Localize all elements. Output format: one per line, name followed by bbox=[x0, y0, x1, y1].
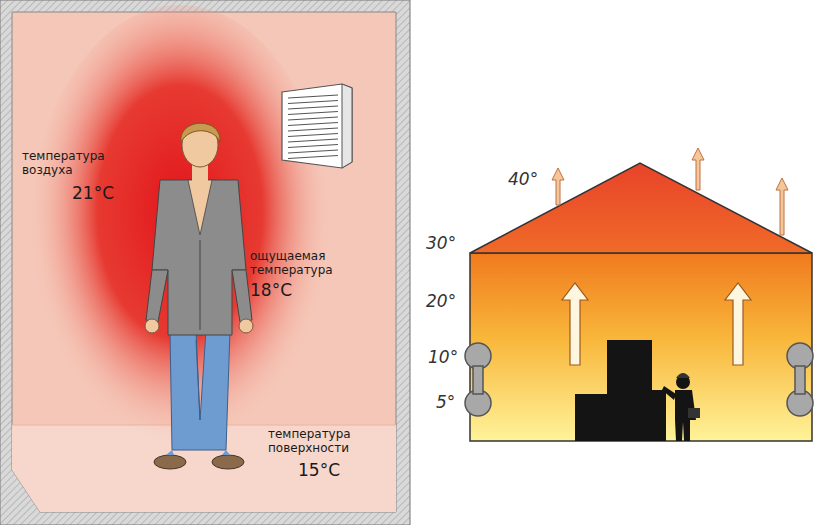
worker-figure-part bbox=[688, 408, 700, 418]
wall-heater-part bbox=[288, 95, 338, 159]
wall-heater-part-part bbox=[288, 156, 338, 159]
stacked-boxes-part bbox=[575, 394, 607, 441]
heat-loss-arrow-part bbox=[692, 148, 704, 190]
worker-figure-part bbox=[662, 386, 676, 400]
person-figure-part bbox=[200, 240, 201, 330]
wall-heater-part-part bbox=[288, 112, 338, 115]
wall-heater-part bbox=[282, 84, 352, 168]
person-figure-part bbox=[188, 180, 212, 235]
person-figure-part bbox=[181, 123, 220, 142]
room-part bbox=[0, 0, 410, 525]
wall-heater-part-part bbox=[288, 128, 338, 131]
heat-arrow-part bbox=[725, 283, 751, 365]
person-figure-part bbox=[196, 340, 200, 420]
surface-temperature-value: 15°C bbox=[298, 461, 340, 481]
house bbox=[470, 163, 812, 441]
air-heater-part bbox=[795, 366, 805, 394]
felt-temperature-value: 18°C bbox=[250, 281, 292, 301]
room bbox=[0, 0, 410, 525]
scale-mark: 30° bbox=[426, 234, 456, 254]
wall-heater-part-part bbox=[288, 134, 338, 137]
heat-loss-arrow-part bbox=[552, 168, 564, 205]
scale-mark: 40° bbox=[508, 170, 538, 190]
air-heater-part bbox=[473, 366, 483, 394]
person-figure-part bbox=[154, 455, 186, 469]
stacked-boxes-part bbox=[652, 390, 666, 441]
heat-arrow bbox=[562, 283, 751, 365]
air-heater-part bbox=[465, 343, 491, 369]
surface-temperature-caption: температура поверхности bbox=[268, 428, 368, 456]
scale-mark: 5° bbox=[436, 393, 455, 413]
worker-figure bbox=[662, 373, 700, 441]
wall-heater-part-part bbox=[288, 123, 338, 126]
wall-heater-part-part bbox=[288, 145, 338, 148]
person-figure-part bbox=[212, 455, 244, 469]
house-part bbox=[470, 253, 812, 441]
person-figure bbox=[145, 123, 253, 469]
wall-heater-part-part bbox=[288, 150, 338, 153]
wall-heater-part-part bbox=[288, 106, 338, 109]
wall-heater-part-part bbox=[288, 101, 338, 104]
wall-heater-part bbox=[342, 84, 352, 168]
wall-heater-part-part bbox=[288, 95, 338, 98]
room-part bbox=[30, 5, 330, 465]
worker-figure-part bbox=[676, 373, 690, 378]
air-temperature-value: 21°C bbox=[72, 184, 114, 204]
person-figure-part bbox=[239, 319, 253, 333]
stacked-boxes bbox=[575, 340, 666, 441]
person-figure-part bbox=[146, 270, 252, 322]
scale-mark: 20° bbox=[426, 292, 456, 312]
air-temperature-caption: температура воздуха bbox=[22, 150, 118, 178]
person-figure-part bbox=[170, 330, 230, 450]
house-part bbox=[470, 163, 812, 253]
scale-mark: 10° bbox=[428, 348, 458, 368]
heat-loss-arrow bbox=[552, 148, 788, 235]
stacked-boxes-part bbox=[607, 340, 652, 441]
air-heater-part bbox=[787, 343, 813, 369]
person-figure-part bbox=[152, 180, 246, 335]
wall-heater bbox=[282, 84, 352, 168]
felt-temperature-caption: ощущаемая температура bbox=[250, 250, 350, 278]
wall-heater-part-part bbox=[288, 117, 338, 120]
wall-heater-part-part bbox=[288, 139, 338, 142]
heat-arrow-part bbox=[562, 283, 588, 365]
heat-loss-arrow-part bbox=[776, 178, 788, 235]
person-figure-part bbox=[166, 450, 230, 455]
person-figure-part bbox=[145, 319, 159, 333]
